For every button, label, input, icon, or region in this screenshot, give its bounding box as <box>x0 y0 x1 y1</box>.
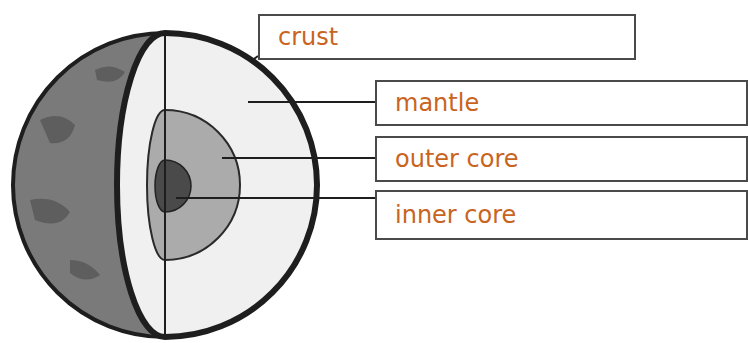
label-box: inner core <box>375 190 748 240</box>
leader-line <box>176 197 375 199</box>
layer-label: inner core <box>395 202 516 228</box>
layer-label: outer core <box>395 146 519 172</box>
label-box: outer core <box>375 136 748 182</box>
earth-surface <box>13 33 317 337</box>
leader-line <box>250 56 258 62</box>
label-box: mantle <box>375 80 748 126</box>
cut-line <box>164 35 166 335</box>
layer-label: crust <box>278 24 338 50</box>
outer-core-layer <box>147 110 240 260</box>
mantle-layer <box>117 33 317 337</box>
label-box: crust <box>258 14 636 60</box>
leader-line <box>248 101 375 103</box>
leader-line <box>222 157 375 159</box>
continent-texture <box>30 66 125 279</box>
layer-label: mantle <box>395 90 479 116</box>
inner-core-layer <box>155 160 191 212</box>
